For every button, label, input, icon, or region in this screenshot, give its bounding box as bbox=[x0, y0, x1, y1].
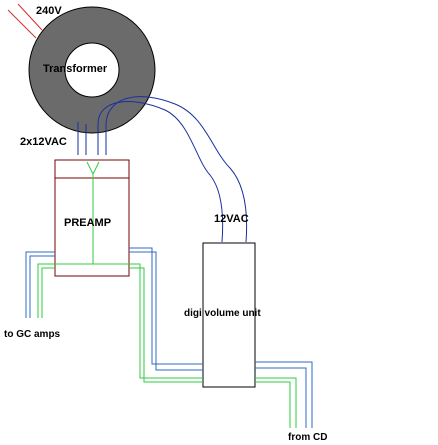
mains-label: 240V bbox=[36, 5, 62, 17]
output-label: to GC amps bbox=[4, 329, 61, 340]
preamp-to-volume-wires-blue bbox=[129, 247, 203, 371]
transformer-output-label: 2x12VAC bbox=[20, 136, 67, 148]
preamp-to-volume-wires-green bbox=[129, 263, 203, 383]
input-wires-blue bbox=[255, 361, 313, 428]
input-wires-green bbox=[255, 377, 297, 428]
mains-wires bbox=[7, 3, 43, 39]
input-label: from CD bbox=[288, 432, 327, 443]
transformer-label: Transformer bbox=[43, 63, 108, 75]
output-wires-blue bbox=[25, 251, 55, 318]
output-wires-green bbox=[37, 263, 55, 318]
volume-supply-label: 12VAC bbox=[214, 213, 249, 225]
preamp-box bbox=[54, 159, 130, 277]
transformer-secondary-wires bbox=[77, 96, 248, 243]
preamp-internal-wiring bbox=[55, 161, 129, 265]
preamp-label: PREAMP bbox=[64, 217, 111, 229]
volume-unit-box bbox=[202, 242, 256, 388]
transformer-hole bbox=[64, 42, 120, 98]
volume-unit-label: digi volume unit bbox=[184, 308, 261, 319]
